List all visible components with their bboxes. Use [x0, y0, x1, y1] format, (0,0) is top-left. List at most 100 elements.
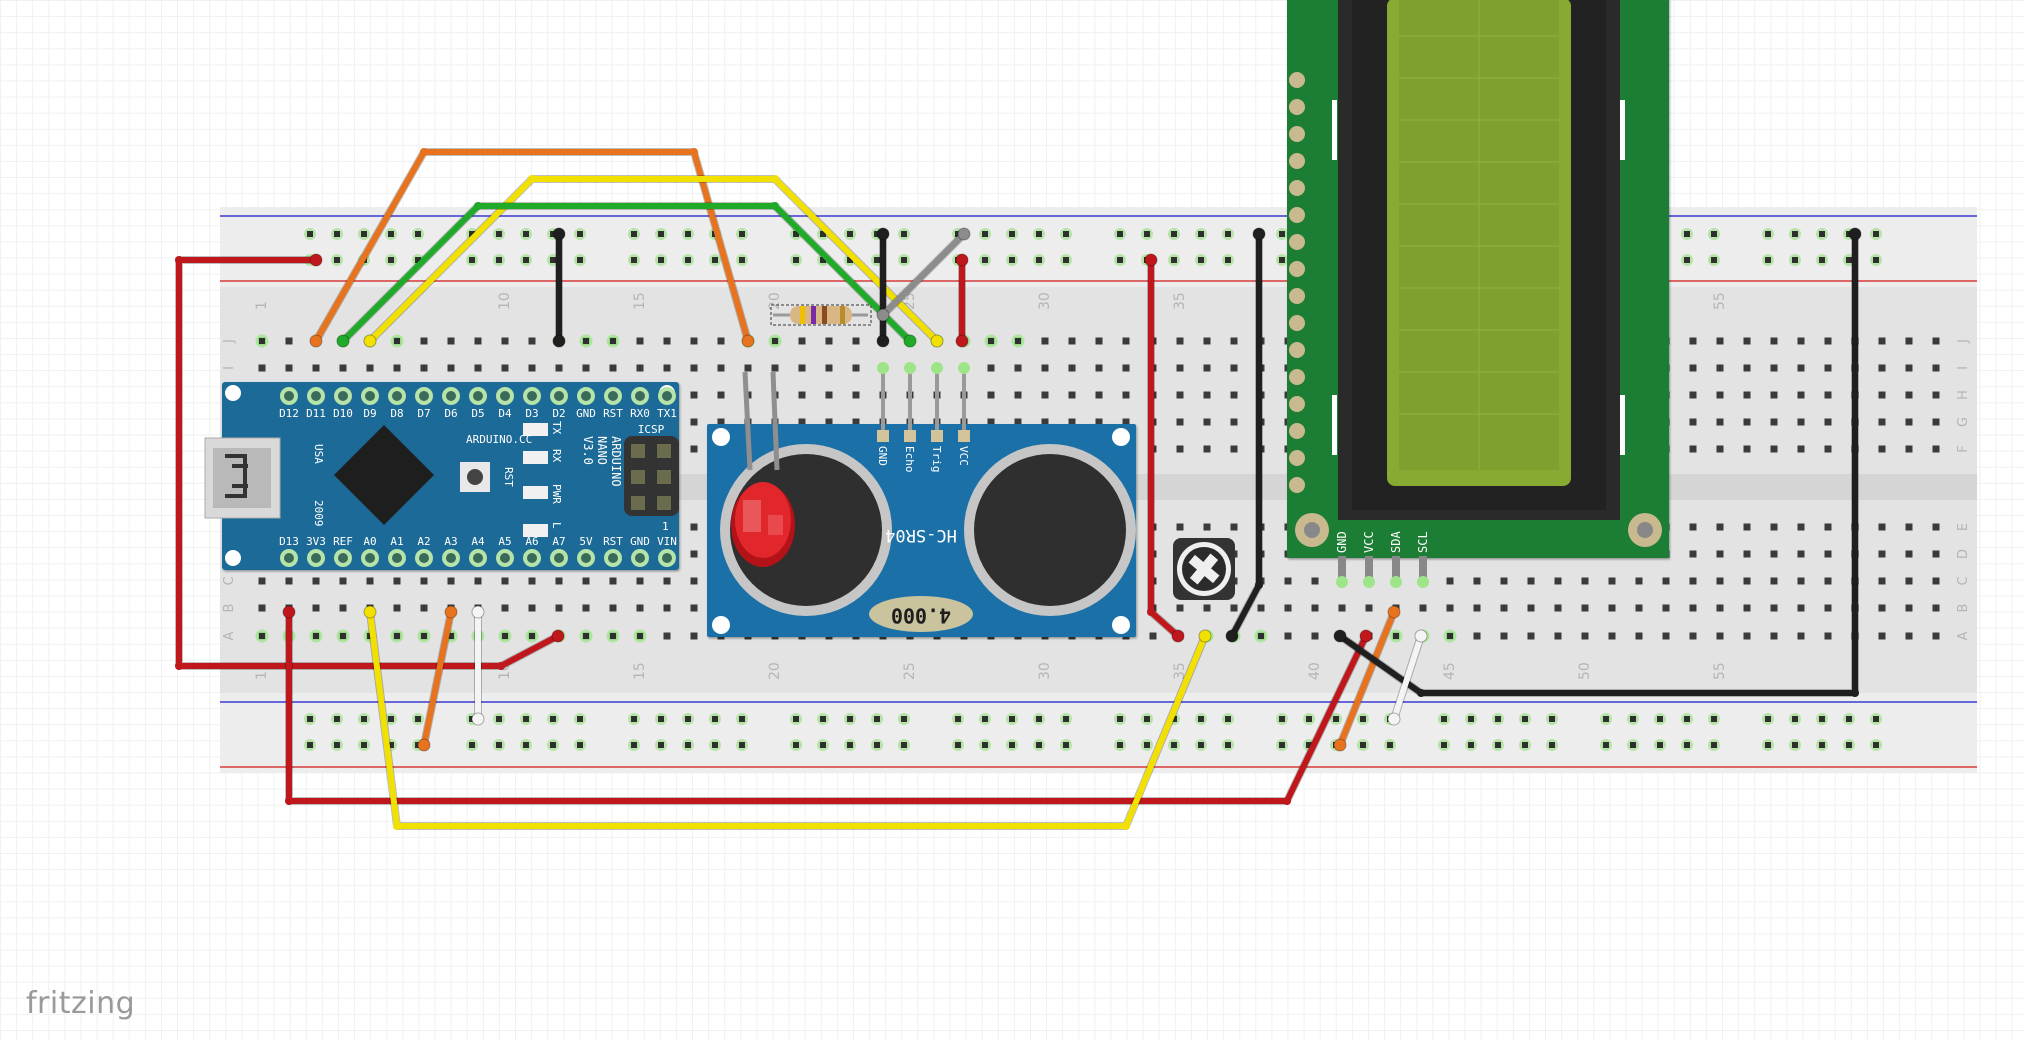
red-wire-pot-bend [1147, 608, 1155, 616]
breadboard-hole [339, 577, 347, 585]
breadboard-hole [1770, 632, 1778, 640]
orange-wire-d9-end [309, 334, 323, 348]
breadboard-hole [1689, 445, 1697, 453]
rail-hole [1630, 742, 1636, 748]
potentiometer-icon[interactable] [1173, 538, 1235, 600]
red-wire-pot-end [1171, 629, 1185, 643]
breadboard-hole [583, 338, 589, 344]
rail-hole [1144, 742, 1150, 748]
breadboard-hole [1635, 577, 1643, 585]
rail-hole [1846, 742, 1852, 748]
rail-hole [1765, 716, 1771, 722]
breadboard-hole [501, 577, 509, 585]
black-wire-right-gnd-bend [1417, 689, 1425, 697]
row-letter: J [1956, 339, 1971, 344]
breadboard-hole [1770, 418, 1778, 426]
column-number-bottom: 20 [767, 662, 783, 680]
sensor-pin-label: Trig [930, 446, 943, 473]
rail-hole [658, 742, 664, 748]
breadboard-hole [717, 418, 725, 426]
rail-hole [712, 716, 718, 722]
breadboard-hole [258, 604, 266, 612]
rail-hole [1171, 257, 1177, 263]
breadboard-hole [1527, 577, 1535, 585]
rail-hole [1684, 231, 1690, 237]
breadboard-hole [1824, 364, 1832, 372]
breadboard-hole [555, 577, 563, 585]
rail-hole [1144, 231, 1150, 237]
rail-hole [631, 257, 637, 263]
arduino-led-label: RX [550, 449, 563, 463]
rail-hole [523, 231, 529, 237]
breadboard-hole [988, 338, 994, 344]
sensor-pin-pad [877, 430, 889, 442]
breadboard-hole [1311, 632, 1319, 640]
breadboard-hole [1662, 577, 1670, 585]
breadboard-hole [1554, 577, 1562, 585]
rail-hole [1765, 257, 1771, 263]
sensor-pin-label: Echo [903, 446, 916, 473]
arduino-pin [446, 553, 456, 563]
breadboard-hole [1905, 577, 1913, 585]
arduino-top-pin-label: D3 [525, 407, 538, 420]
arduino-pin [338, 391, 348, 401]
breadboard-hole [610, 633, 616, 639]
arduino-pin [419, 553, 429, 563]
lcd-pin [1392, 556, 1400, 582]
rail-hole [550, 257, 556, 263]
red-wire-sensor-vcc-end [955, 334, 969, 348]
breadboard-hole [582, 364, 590, 372]
breadboard-hole [798, 337, 806, 345]
arduino-pin [662, 553, 672, 563]
lcd-module[interactable] [1287, 0, 1669, 558]
breadboard-hole [1581, 604, 1589, 612]
breadboard-hole [1203, 445, 1211, 453]
fritzing-brand-label: fritzing [26, 986, 136, 1021]
rail-hole [307, 716, 313, 722]
breadboard-hole [1716, 550, 1724, 558]
red-wire-5v-rail-bend [175, 662, 183, 670]
breadboard-hole [717, 337, 725, 345]
reset-button[interactable] [460, 462, 490, 492]
yellow-wire-a1-end [1198, 629, 1212, 643]
arduino-top-pin-label: D4 [498, 407, 512, 420]
lcd-edge-pad [1289, 315, 1305, 331]
rail-hole [874, 257, 880, 263]
breadboard-hole [1743, 604, 1751, 612]
rail-hole [1333, 716, 1339, 722]
breadboard-hole [1689, 418, 1697, 426]
red-led-icon[interactable] [731, 371, 795, 567]
sensor-pin-pads [877, 362, 970, 442]
arduino-name-line: ARDUINO [609, 436, 623, 487]
rail-hole [334, 231, 340, 237]
breadboard-hole [609, 604, 617, 612]
lcd-pin-hole [1390, 576, 1402, 588]
yellow-wire-d8-end [930, 334, 944, 348]
breadboard-hole [339, 604, 347, 612]
white-wire-lcd-sda-end [1414, 629, 1428, 643]
breadboard-hole [1932, 418, 1940, 426]
rail-hole [712, 742, 718, 748]
breadboard-hole [1743, 364, 1751, 372]
sensor-pin-hole [904, 362, 916, 374]
breadboard-hole [1041, 391, 1049, 399]
breadboard-hole [1743, 632, 1751, 640]
rail-hole [793, 231, 799, 237]
breadboard-hole [1446, 604, 1454, 612]
breadboard-hole [1149, 632, 1157, 640]
arduino-name-line: NANO [595, 436, 609, 465]
breadboard-hole [798, 364, 806, 372]
rail-hole [1441, 716, 1447, 722]
arduino-pin [338, 553, 348, 563]
rail-hole [1225, 716, 1231, 722]
breadboard-hole [1932, 445, 1940, 453]
breadboard-hole [447, 364, 455, 372]
rail-hole [1144, 716, 1150, 722]
lcd-edge-pad [1289, 261, 1305, 277]
black-wire-pot-gnd-end [1252, 227, 1266, 241]
arduino-bottom-pin-label: VIN [657, 535, 677, 548]
breadboard-hole [1554, 604, 1562, 612]
resistor[interactable] [770, 304, 872, 326]
